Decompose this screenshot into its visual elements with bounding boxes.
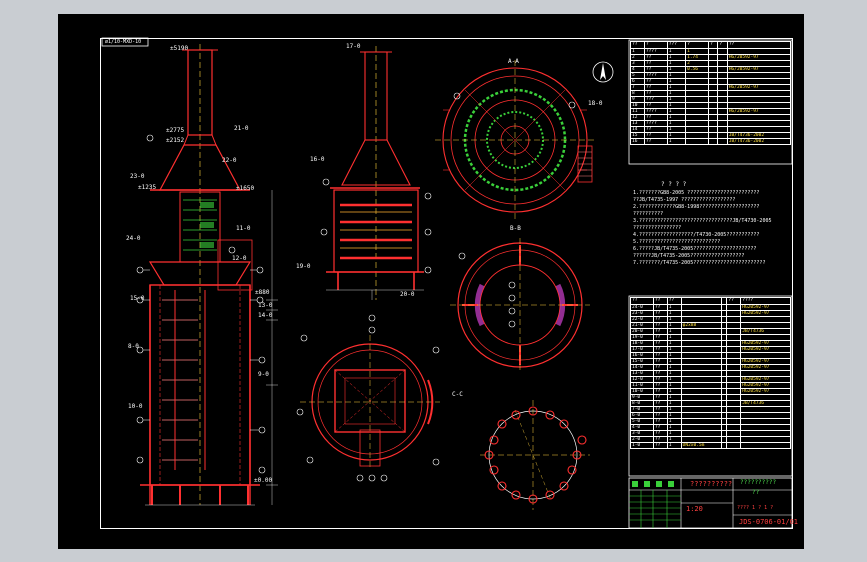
title-revision: ???? 1 ? 1 ? <box>737 505 774 511</box>
table-row: 9???1 <box>630 95 792 103</box>
table-row: 16??1 JB/T4736-2002 <box>630 137 792 145</box>
table-cell <box>717 137 728 145</box>
tag-15: 15-0 <box>130 295 145 302</box>
notes-title: ? ? ? ? <box>661 181 687 188</box>
table-row: 13-0??1 <box>630 369 791 377</box>
tag-13: 13-0 <box>258 302 273 309</box>
drawing-code-label: ø1/10-MXD-10 <box>105 39 142 45</box>
tag-20: 20-0 <box>400 291 415 298</box>
note-line: 1.???????GB8-2005 ??????????????????????… <box>633 190 760 196</box>
elevation-label-6: ±880 <box>255 289 270 296</box>
table-cell <box>740 441 791 449</box>
drawing-frame <box>100 38 793 529</box>
elevation-label-5: ±1235 <box>138 184 157 191</box>
elevation-label-7: ±0.00 <box>254 477 273 484</box>
note-line: 2.????????????GB8-1998??????????????????… <box>633 204 760 210</box>
section-label-bb: B-B <box>510 225 521 232</box>
tag-11: 11-0 <box>236 225 251 232</box>
elevation-label-top: ±5190 <box>170 45 189 52</box>
note-line: ?????????? <box>633 211 664 217</box>
note-line: 7.???????/T4735-2005????????????????????… <box>633 260 766 266</box>
note-line: 6.?????JB/T4735-2005????????????????????… <box>633 246 757 252</box>
tag-16: 16-0 <box>310 156 325 163</box>
plan-view-aa <box>435 60 614 220</box>
code-box <box>101 37 149 47</box>
tag-9: 9-0 <box>258 371 269 378</box>
section-label-aa: A-A <box>508 58 519 65</box>
table-cell: ?? <box>643 137 668 145</box>
note-line: 3.???????????????????????????????JB/T473… <box>633 218 772 224</box>
side-elevation-view <box>320 46 432 300</box>
tag-17: 17-0 <box>346 43 361 50</box>
tag-22: 22-0 <box>222 157 237 164</box>
tag-21: 21-0 <box>234 125 249 132</box>
title-drawing-name: ?????????? <box>690 480 733 488</box>
title-scale: 1:20 <box>686 505 703 513</box>
elevation-label-2: ±2775 <box>166 127 185 134</box>
note-line: ???????????????? <box>633 225 682 231</box>
table-cell: 1 <box>666 441 682 449</box>
table-cell: 1-0 <box>630 441 654 449</box>
title-sub: ?? <box>752 489 760 496</box>
table-cell: DN2x0.5m <box>680 441 723 449</box>
north-arrow-pointer-icon <box>600 63 606 80</box>
tag-23: 23-0 <box>130 173 145 180</box>
note-line: ??????JB/T4735-2005?????????????????? <box>633 253 745 259</box>
tag-12: 12-0 <box>232 255 247 262</box>
section-label-cc: C-C <box>452 391 463 398</box>
plan-view-bb <box>296 314 440 482</box>
tag-19: 19-0 <box>296 263 311 270</box>
elevation-label-3: ±2152 <box>166 137 185 144</box>
north-arrow-icon <box>592 61 614 83</box>
table-cell: ?? <box>652 441 668 449</box>
plan-view-cc <box>450 238 590 372</box>
table-cell: 16 <box>630 137 645 145</box>
title-drawing-no: JDS-0706-01/01 <box>739 518 799 526</box>
note-line: 4.??????????????????/T4730-2005?????????… <box>633 232 760 238</box>
note-line: ??JB/T4735-1997 ?????????????????? <box>633 197 736 203</box>
note-line: 5.??????????????????????????? <box>633 239 721 245</box>
title-company: ?????????? <box>740 479 777 486</box>
tag-14: 14-0 <box>258 312 273 319</box>
table-cell: JB/T4736-2002 <box>726 137 792 145</box>
table-row: 22-0??1 <box>630 315 791 323</box>
table-cell <box>726 441 742 449</box>
table-row: 6-0??1 <box>630 411 791 419</box>
main-elevation-view <box>136 44 278 506</box>
tag-24: 24-0 <box>126 235 141 242</box>
elevation-label-4: ±1650 <box>236 185 255 192</box>
table-cell <box>707 137 719 145</box>
tag-8: 8-0 <box>128 343 139 350</box>
table-cell: 1 <box>666 137 687 145</box>
technical-notes: ? ? ? ? 1.???????GB8-2005 ??????????????… <box>633 182 793 267</box>
bolt-circle-view <box>480 400 590 510</box>
table-cell <box>685 137 709 145</box>
tag-18: 18-0 <box>588 100 603 107</box>
tag-10: 10-0 <box>128 403 143 410</box>
